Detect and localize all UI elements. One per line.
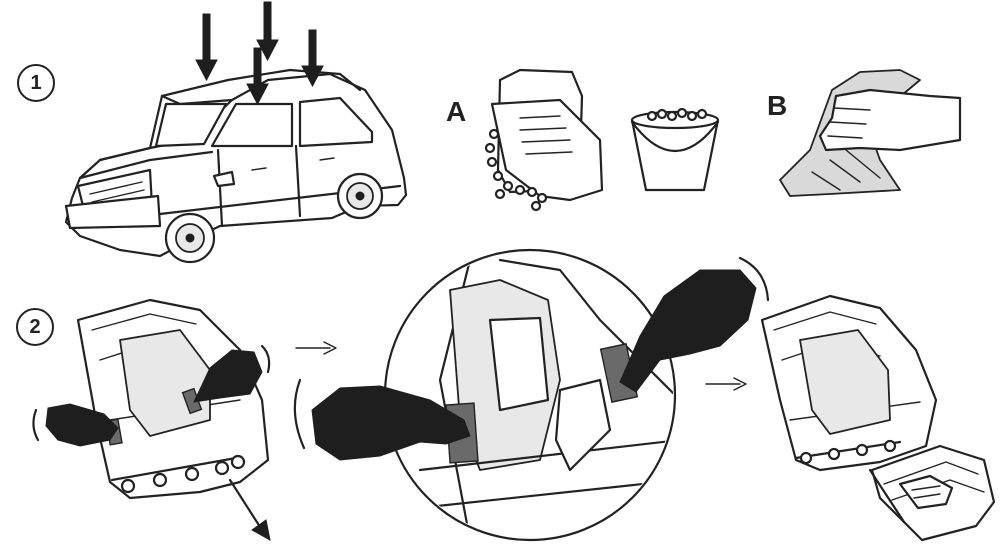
next-arrow-1 [296,342,336,354]
press-arrow [196,14,217,80]
cloth-wipe-illustration [780,70,960,196]
car-illustration [66,70,406,262]
bucket-icon [632,109,718,190]
next-arrow-2 [706,378,746,390]
magnified-detail [385,250,680,540]
pull-arrow-down [230,480,270,540]
component-left [78,300,268,498]
sponge-hands-illustration [486,70,602,210]
component-right [762,296,936,470]
